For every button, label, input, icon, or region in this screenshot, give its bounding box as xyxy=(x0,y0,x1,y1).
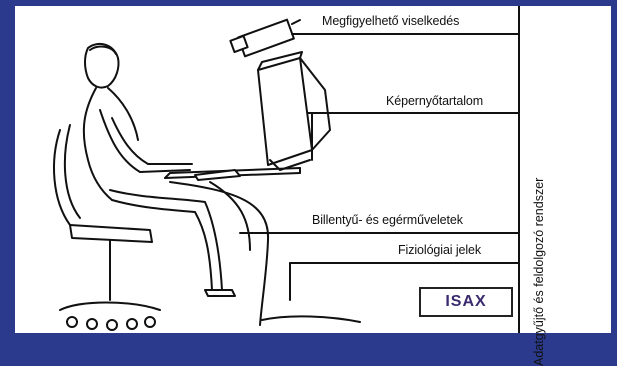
label-observable-behavior: Megfigyelhető viselkedés xyxy=(322,14,459,28)
system-label: Adatgyűjtő és feldolgozó rendszer xyxy=(532,86,546,366)
person-figure xyxy=(84,44,235,296)
system-box: Adatgyűjtő és feldolgozó rendszer xyxy=(518,6,611,333)
desk-base xyxy=(262,316,360,322)
camera-icon xyxy=(230,20,300,57)
isax-logo: ISAX xyxy=(419,287,513,317)
monitor-icon xyxy=(258,52,330,170)
label-screen-content: Képernyőtartalom xyxy=(386,94,483,108)
chair xyxy=(54,125,160,330)
label-physiological: Fiziológiai jelek xyxy=(398,243,481,257)
label-keyboard-mouse: Billentyű- és egérműveletek xyxy=(312,213,463,227)
desk xyxy=(165,168,300,325)
